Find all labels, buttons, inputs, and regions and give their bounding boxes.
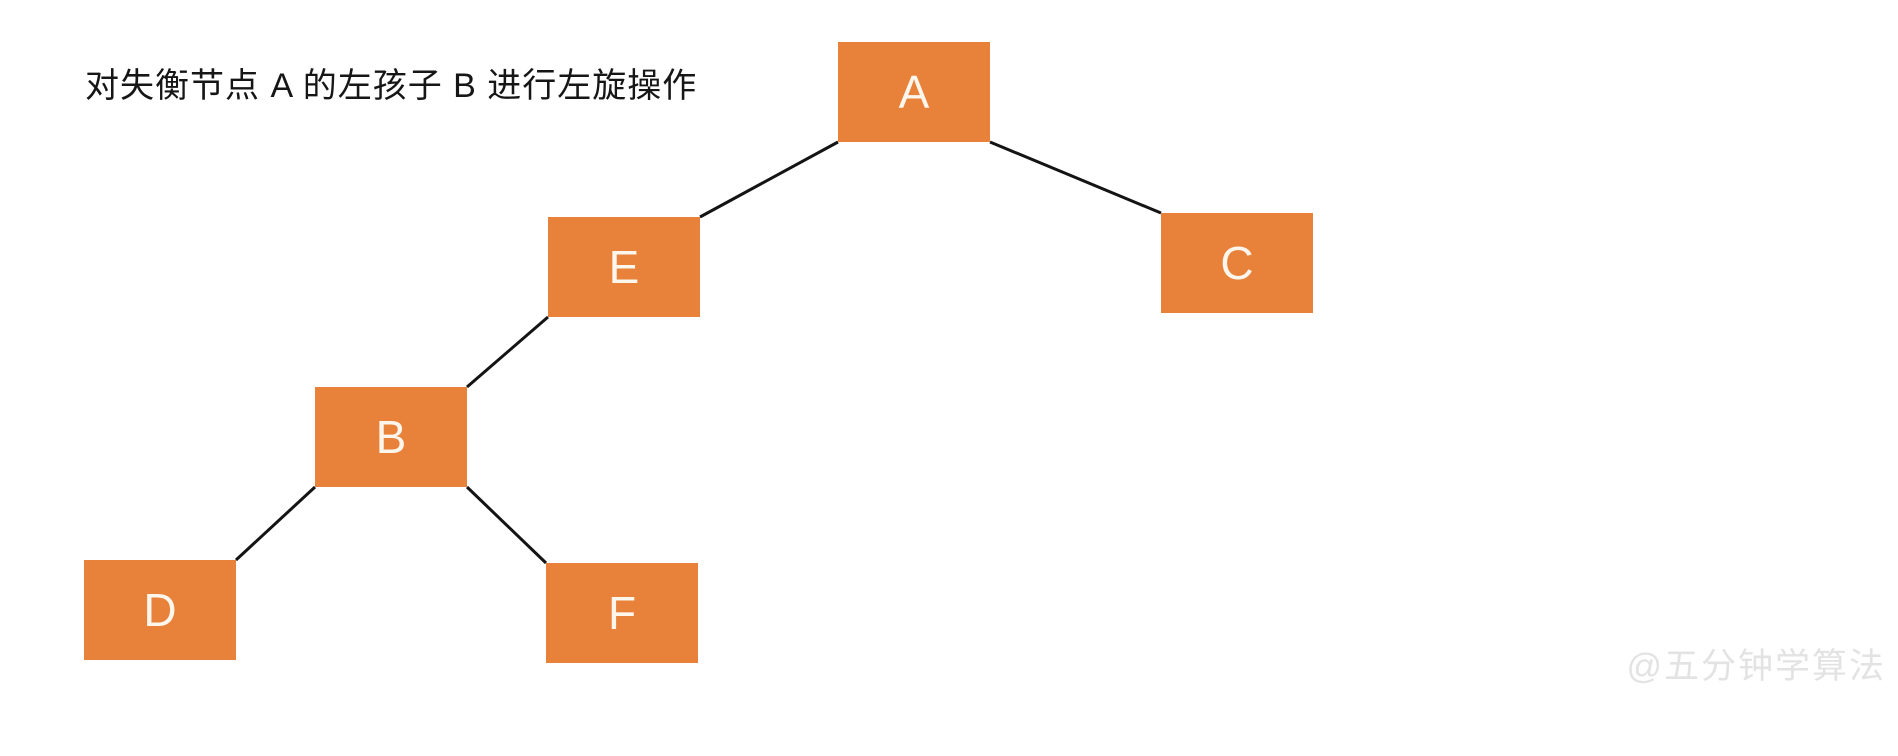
- tree-edge-a-e: [699, 140, 839, 219]
- tree-edge-b-d: [234, 485, 317, 562]
- tree-node-c: C: [1161, 213, 1313, 313]
- diagram-title: 对失衡节点 A 的左孩子 B 进行左旋操作: [85, 67, 698, 105]
- tree-edge-e-b: [466, 315, 549, 389]
- tree-node-b: B: [315, 387, 467, 487]
- tree-node-d: D: [84, 560, 236, 660]
- tree-node-a: A: [838, 42, 990, 142]
- tree-edge-a-c: [989, 140, 1162, 215]
- tree-node-e: E: [548, 217, 700, 317]
- tree-node-f: F: [546, 563, 698, 663]
- watermark: @五分钟学算法: [1626, 647, 1886, 686]
- tree-edge-b-f: [465, 485, 548, 565]
